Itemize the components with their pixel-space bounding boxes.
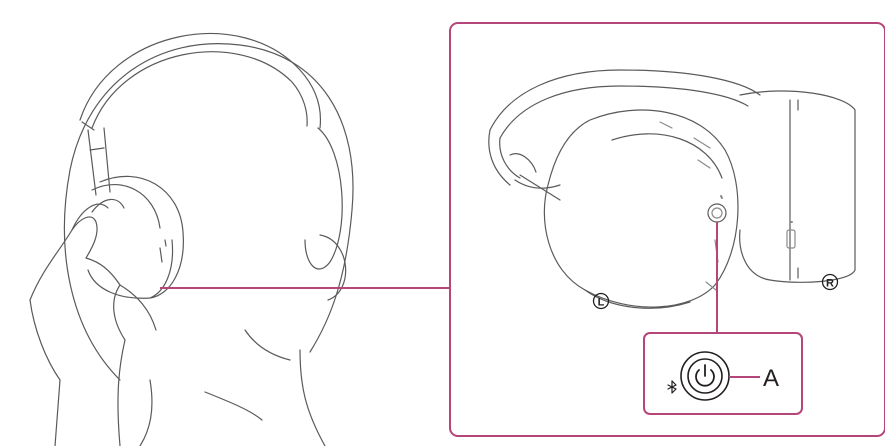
hand-illustration	[30, 199, 156, 446]
person-head-illustration	[64, 44, 353, 446]
right-marker-label: R	[826, 278, 834, 290]
bluetooth-icon	[668, 381, 676, 393]
callout-label: A	[763, 365, 779, 392]
left-marker-label: L	[598, 297, 605, 309]
power-icon	[681, 352, 729, 400]
detail-frame	[450, 23, 885, 436]
headphone-on-head	[80, 34, 342, 299]
headphones-detail-illustration	[489, 70, 855, 308]
